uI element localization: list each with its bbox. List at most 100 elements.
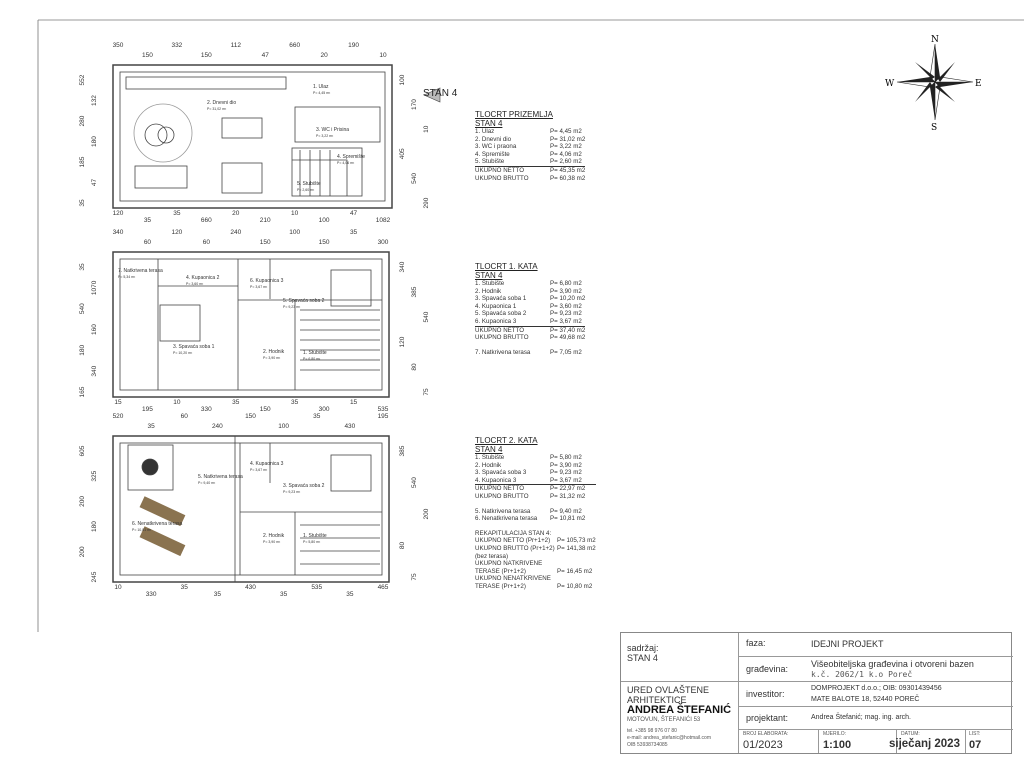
dimension-label: 200: [79, 496, 86, 507]
dimension-label: 552: [79, 74, 86, 85]
spacer: [475, 523, 596, 530]
title-block: sadržaj: STAN 4 URED OVLAŠTENE ARHITEKTI…: [620, 632, 1013, 754]
dimension-label: 35: [173, 210, 181, 217]
dimension-label: 535: [311, 584, 322, 591]
section-marker-icon: [423, 87, 441, 103]
room-area: P= 2,60 m²: [297, 188, 315, 192]
dimension-label: 35: [350, 229, 358, 236]
dimension-label: 100: [289, 229, 300, 236]
dimension-label: 15: [350, 399, 358, 406]
stan-marker-label: STAN 4: [423, 88, 458, 99]
row-label: 3. Spavaća soba 3: [475, 469, 527, 477]
dimension-label: 1070: [91, 280, 98, 295]
table-row: TERASE (Pr+1+2)P= 10,80 m2: [475, 583, 596, 591]
room-name: 5. Spavaća soba 2: [283, 298, 325, 304]
dimension-label: 35: [214, 591, 222, 598]
room-name: 1. Stubište: [303, 350, 327, 356]
row-label: 6. Kupaonica 3: [475, 317, 517, 325]
room-name: 6. Nenatkrivena terasa: [132, 521, 183, 527]
row-label: 5. Stubište: [475, 158, 505, 166]
dimension-label: 332: [171, 42, 182, 49]
room-label: 4. Kupaonica 2P= 3,60 m²: [186, 275, 220, 286]
compass-w-label: W: [885, 79, 895, 89]
row-label: UKUPNO NETTO (Pr+1+2): [475, 537, 551, 545]
row-label: UKUPNO BRUTTO: [475, 334, 529, 342]
room-area: P= 4,06 m²: [337, 161, 355, 165]
dimension-label: 10: [173, 399, 181, 406]
dimension-label: 10: [114, 584, 122, 591]
table-subtitle: STAN 4: [475, 271, 503, 280]
room-label: 4. Kupaonica 3P= 3,67 m²: [250, 461, 284, 472]
table-row: UKUPNO NENATKRIVENE: [475, 575, 596, 583]
dimension-label: 465: [378, 584, 389, 591]
row-label: 1. Ulaz: [475, 128, 495, 135]
room-name: 5. Stubište: [297, 181, 321, 187]
table-row: (bez terasa): [475, 553, 596, 561]
row-label: 1. Stubište: [475, 280, 505, 287]
table-title: TLOCRT 2. KATA: [475, 436, 538, 445]
gradevina-label: građevina:: [746, 664, 789, 674]
row-label: (bez terasa): [475, 552, 509, 560]
row-label: 4. Spremište: [475, 150, 510, 158]
row-label: 2. Dnevni dio: [475, 135, 512, 143]
dimension-label: 75: [423, 388, 430, 396]
sadrzaj-value: STAN 4: [627, 653, 658, 663]
room-area: P= 9,23 m²: [283, 305, 301, 309]
dimension-label: 60: [144, 239, 152, 246]
dimension-label: 150: [260, 406, 271, 413]
row-value: P= 141,38 m2: [557, 544, 596, 552]
office-email: e-mail: andrea_stefanic@hotmail.com: [627, 735, 712, 741]
dimension-label: 10: [291, 210, 299, 217]
dimension-label: 120: [399, 336, 406, 347]
room-area: P= 4,45 m²: [313, 91, 331, 95]
dimension-label: 47: [350, 210, 358, 217]
dimension-label: 150: [245, 413, 256, 420]
row-label: UKUPNO BRUTTO (Pr+1+2): [475, 544, 555, 552]
office-tel: tel. +385 98 976 07 80: [627, 728, 677, 734]
dimension-label: 330: [146, 591, 157, 598]
dimension-label: 245: [91, 571, 98, 582]
row-value: P= 3,90 m2: [550, 461, 582, 469]
room-name: 2. Hodnik: [263, 533, 285, 539]
investitor-label: investitor:: [746, 689, 785, 699]
dimension-label: 100: [319, 217, 330, 224]
row-value: P= 3,22 m2: [550, 143, 582, 151]
room-name: 5. Natkrivena terasa: [198, 474, 243, 480]
row-value: P= 6,80 m2: [550, 280, 582, 287]
dimension-label: 150: [260, 239, 271, 246]
row-value: P= 2,60 m2: [550, 158, 582, 166]
row-label: UKUPNO NETTO: [475, 485, 525, 493]
dimension-label: 300: [319, 406, 330, 413]
row-label: 3. Spavaća soba 1: [475, 295, 527, 303]
dimension-label: 60: [203, 239, 211, 246]
row-value: P= 37,40 m2: [550, 326, 586, 334]
dimension-label: 120: [171, 229, 182, 236]
row-value: P= 4,45 m2: [550, 128, 582, 135]
row-value: P= 10,20 m2: [550, 295, 586, 303]
dimension-label: 325: [91, 470, 98, 481]
projektant-value: Andrea Štefanić; mag. ing. arch.: [811, 714, 911, 721]
room-area: P= 6,80 m²: [303, 357, 321, 361]
compass-s-label: S: [931, 123, 937, 133]
dimension-label: 520: [113, 413, 124, 420]
dimension-label: 180: [79, 345, 86, 356]
dimension-label: 240: [212, 423, 223, 430]
dimension-label: 385: [411, 286, 418, 297]
dimension-label: 132: [91, 95, 98, 106]
room-area: P= 3,67 m²: [250, 468, 268, 472]
dimension-label: 660: [201, 217, 212, 224]
dimension-label: 340: [113, 229, 124, 236]
dimension-label: 200: [423, 508, 430, 519]
dimension-label: 290: [423, 197, 430, 208]
dimension-label: 35: [148, 423, 156, 430]
table-subtitle: STAN 4: [475, 119, 503, 128]
dimension-label: 10: [379, 52, 387, 59]
table-subtitle: STAN 4: [475, 445, 503, 454]
